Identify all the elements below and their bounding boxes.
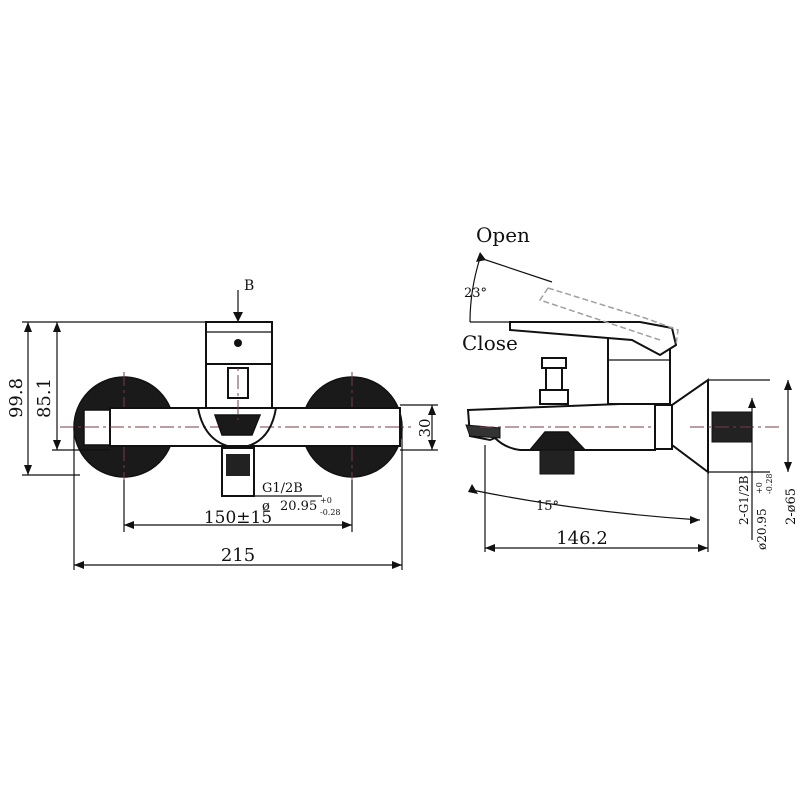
dim-85-1: 85.1	[34, 322, 110, 451]
label-close: Close	[462, 331, 518, 355]
dim-99-8: 99.8	[6, 321, 206, 476]
side-thread-label: 2-G1/2B	[737, 475, 751, 525]
front-view: B 99.8 85.1 30	[6, 278, 438, 570]
dim-146-2: 146.2	[485, 472, 709, 552]
handle-lever-open	[547, 287, 679, 346]
side-thread-callout: 2-G1/2B ø20.95 +0 -0.28	[737, 398, 774, 550]
front-diameter-value: 20.95	[280, 499, 317, 514]
dim-99-8-label: 99.8	[6, 378, 27, 418]
side-tol-lower: -0.28	[765, 473, 774, 494]
cartridge-nut	[213, 414, 262, 436]
flange-diameter-dim: 2-ø65	[784, 380, 799, 525]
side-tol-upper: +0	[755, 482, 764, 494]
dim-30-label: 30	[416, 418, 434, 437]
dim-30: 30	[400, 404, 438, 451]
open-angle-line	[479, 257, 553, 283]
angle-handle-label: 23°	[464, 286, 487, 301]
diverter-cap	[541, 357, 567, 369]
wall-flange	[671, 378, 709, 474]
angle-spout-label: 15°	[536, 499, 559, 514]
dim-150-label: 150±15	[204, 508, 272, 528]
side-diameter-label: ø20.95	[755, 508, 769, 550]
front-diameter-prefix: ø	[262, 499, 270, 514]
dim-215-label: 215	[221, 545, 255, 566]
dim-146-2-label: 146.2	[556, 528, 608, 549]
side-view: Open Close 23° 15° 146.2 2-G1/2B ø20.95 …	[462, 223, 799, 552]
dim-150: 150±15	[123, 480, 353, 532]
front-tol-upper: +0	[320, 496, 332, 505]
dim-215: 215	[73, 427, 403, 570]
dim-85-1-label: 85.1	[34, 378, 55, 418]
front-tol-lower: -0.28	[320, 508, 341, 517]
flange-diameter-label: 2-ø65	[784, 488, 799, 525]
label-open: Open	[476, 223, 530, 247]
front-thread-callout: G1/2B ø 20.95 +0 -0.28	[254, 481, 341, 517]
label-b: B	[244, 278, 254, 294]
front-thread-label: G1/2B	[262, 481, 303, 496]
handle-lever-close	[509, 321, 678, 357]
